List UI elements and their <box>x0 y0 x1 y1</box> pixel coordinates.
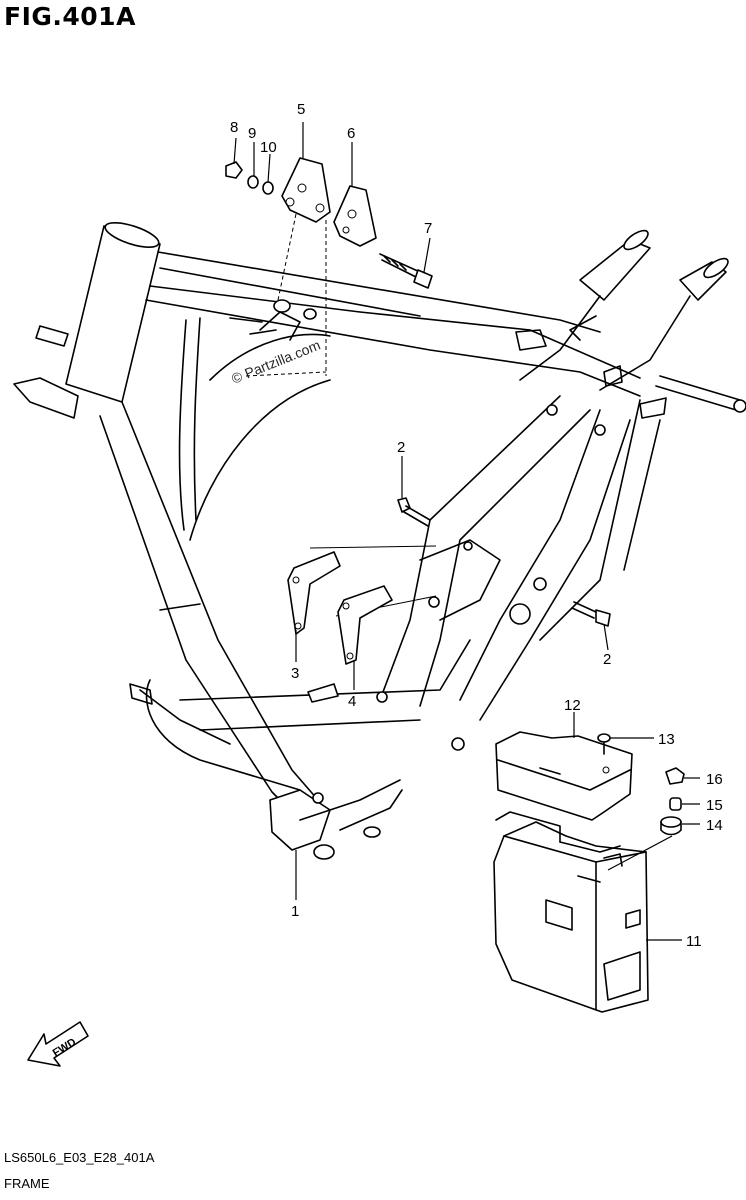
bolt-16 <box>665 767 685 785</box>
callout-14: 14 <box>706 817 723 834</box>
bracket-4 <box>307 585 393 703</box>
grommet-14 <box>660 816 682 836</box>
callout-15: 15 <box>706 797 723 814</box>
figure-name: FRAME <box>4 1176 50 1191</box>
fwd-direction-arrow: FWD <box>27 1021 89 1067</box>
callout-2-upper: 2 <box>397 439 405 456</box>
callout-1: 1 <box>291 903 299 920</box>
figure-code: LS650L6_E03_E28_401A <box>4 1150 155 1165</box>
battery-holder-11 <box>493 811 649 1013</box>
callout-7: 7 <box>424 220 432 237</box>
frame-assembly <box>13 222 746 860</box>
callout-2-lower: 2 <box>603 651 611 668</box>
callout-11: 11 <box>686 933 702 950</box>
callout-4: 4 <box>348 693 356 710</box>
leader-lines <box>233 122 700 941</box>
bracket-3 <box>287 551 341 635</box>
callout-3: 3 <box>291 665 299 682</box>
callout-16: 16 <box>706 771 723 788</box>
watermark: © Partzilla.com <box>229 337 322 387</box>
washer-10 <box>262 181 274 195</box>
nut-8 <box>225 161 243 179</box>
callout-12: 12 <box>564 697 581 714</box>
engine-mount-plate-6 <box>333 185 377 247</box>
bolt-7 <box>379 253 433 289</box>
washer-9 <box>247 175 259 189</box>
callout-13: 13 <box>658 731 675 748</box>
battery-cover-12 <box>495 731 633 821</box>
collar-15 <box>669 797 682 811</box>
callout-9: 9 <box>248 125 256 142</box>
bolt-2-upper <box>397 497 431 527</box>
callout-10: 10 <box>260 139 277 156</box>
engine-mount-plate-5 <box>281 157 331 223</box>
callout-5: 5 <box>297 101 305 118</box>
callout-8: 8 <box>230 119 238 136</box>
callout-6: 6 <box>347 125 355 142</box>
figure-title: FIG.401A <box>4 2 136 31</box>
bolt-2-lower <box>571 601 611 627</box>
